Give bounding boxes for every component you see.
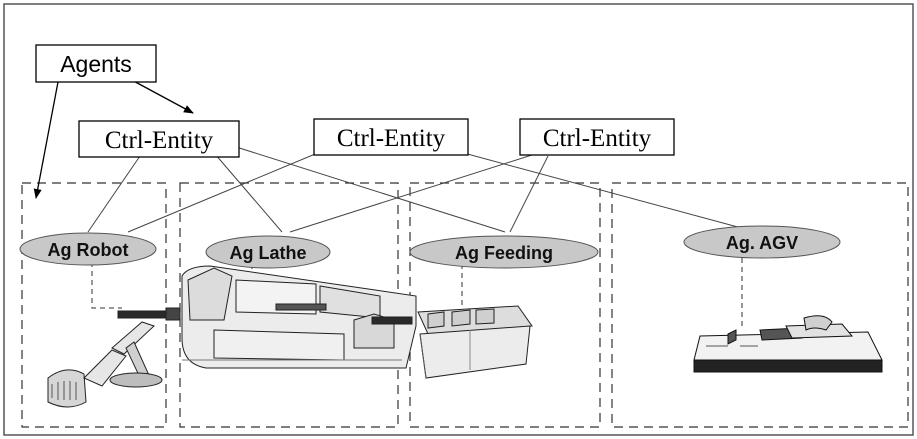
link-ctrl3-feeding bbox=[509, 155, 549, 233]
agent-label-agv: Ag. AGV bbox=[726, 233, 798, 253]
agent-node-robot: Ag Robot bbox=[19, 232, 157, 266]
zone-agv bbox=[611, 182, 909, 428]
agent-node-agv: Ag. AGV bbox=[683, 225, 841, 259]
link-ctrl2-robot bbox=[127, 151, 321, 233]
outer-frame bbox=[3, 3, 914, 436]
lathe-machine-icon bbox=[181, 265, 417, 369]
agent-node-feeding: Ag Feeding bbox=[409, 235, 599, 269]
agents-arrow-to-ctrl bbox=[127, 77, 194, 114]
agent-label-lathe: Ag Lathe bbox=[229, 243, 306, 263]
robot-arm-icon bbox=[47, 307, 181, 408]
drop-robot bbox=[91, 262, 122, 309]
agent-node-lathe: Ag Lathe bbox=[205, 235, 331, 269]
agents-arrow-to-zone bbox=[33, 81, 59, 199]
link-ctrl3-lathe bbox=[289, 153, 536, 233]
agent-label-robot: Ag Robot bbox=[48, 240, 129, 260]
link-ctrl2-agv bbox=[459, 151, 761, 234]
agents-label: Agents bbox=[60, 51, 132, 77]
zone-robot bbox=[21, 182, 167, 428]
zone-feeding bbox=[409, 182, 601, 428]
link-ctrl1-robot bbox=[87, 155, 141, 233]
zone-lathe bbox=[179, 182, 399, 428]
ctrl-entity-label-1: Ctrl-Entity bbox=[105, 127, 214, 154]
ctrl-entity-box-2: Ctrl-Entity bbox=[313, 118, 469, 156]
agent-label-feeding: Ag Feeding bbox=[455, 243, 553, 263]
ctrl-entity-label-3: Ctrl-Entity bbox=[543, 125, 652, 152]
link-ctrl1-lathe bbox=[214, 153, 283, 233]
ctrl-entity-label-2: Ctrl-Entity bbox=[337, 125, 446, 152]
agents-label-box: Agents bbox=[35, 44, 157, 83]
link-ctrl1-feeding bbox=[232, 145, 506, 233]
agv-vehicle-icon bbox=[693, 315, 883, 373]
feeding-machine-icon bbox=[371, 305, 533, 379]
ctrl-entity-box-3: Ctrl-Entity bbox=[519, 118, 675, 156]
ctrl-entity-box-1: Ctrl-Entity bbox=[78, 120, 240, 158]
